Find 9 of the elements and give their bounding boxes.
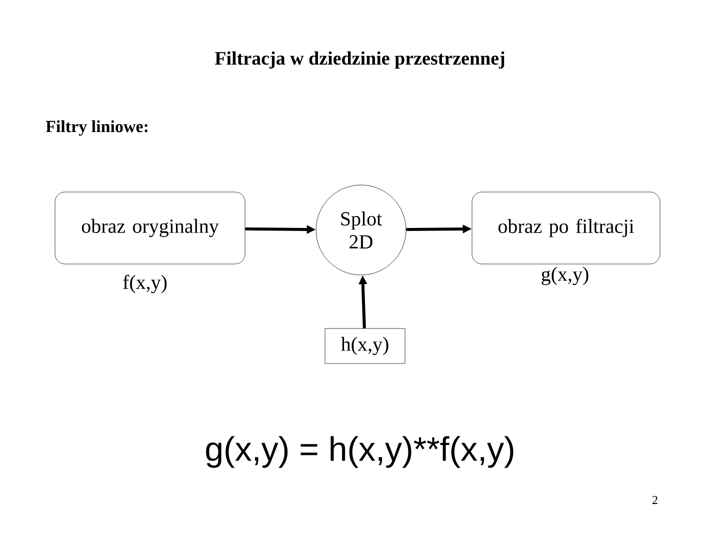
title: Filtracja w dziedzinie przestrzennej (214, 51, 504, 69)
signal-label: g(x,y) (542, 266, 588, 286)
process-box: obraz po filtracji (472, 192, 660, 264)
input-box: h(x,y) (324, 328, 406, 364)
process-box: obraz oryginalny (54, 192, 246, 264)
page-number: 2 (652, 496, 658, 504)
equation: g(x,y) = h(x,y)**f(x,y) (206, 436, 514, 468)
heading: Filtry liniowe: (46, 120, 148, 136)
signal-label: f(x,y) (123, 274, 167, 294)
